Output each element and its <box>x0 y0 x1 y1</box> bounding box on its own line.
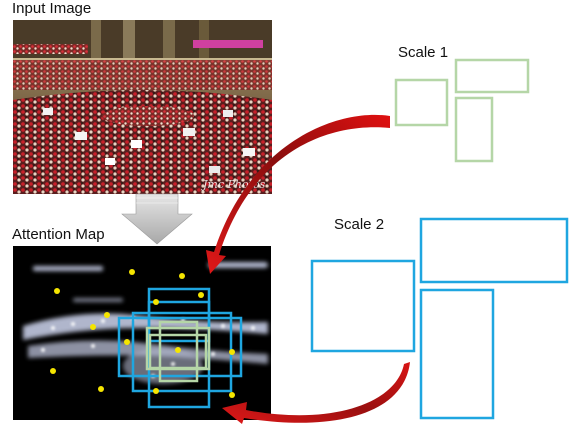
input-image-label: Input Image <box>12 0 92 17</box>
scale2-box <box>310 259 416 353</box>
scale1-box <box>394 78 449 127</box>
scale2-box <box>419 288 495 420</box>
input-image: Jmc Photos <box>13 20 272 194</box>
scale1-boxes <box>394 58 530 163</box>
scale1-label: Scale 1 <box>398 44 449 61</box>
attention-map <box>13 246 271 420</box>
scale1-box <box>454 58 530 94</box>
down-arrow-icon <box>121 193 193 245</box>
scale2-boxes <box>310 217 569 420</box>
attention-map-label: Attention Map <box>12 226 105 243</box>
photo-watermark: Jmc Photos <box>201 178 266 191</box>
scale2-box <box>419 217 569 284</box>
scale1-box <box>454 96 494 163</box>
scale2-label: Scale 2 <box>334 216 385 233</box>
